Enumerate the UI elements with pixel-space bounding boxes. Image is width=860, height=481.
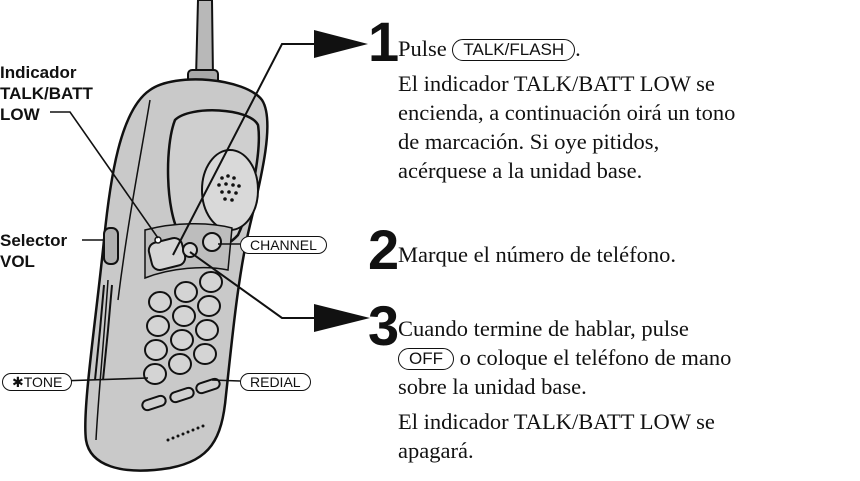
selector-vol-label: Selector VOL — [0, 231, 68, 271]
microphone-holes — [166, 424, 205, 442]
redial-key-label: REDIAL — [240, 373, 311, 391]
antenna — [194, 0, 215, 79]
speaker-holes — [217, 174, 241, 202]
step3-arrow-head — [314, 304, 370, 332]
channel-key-graphic — [202, 232, 222, 252]
vol-selector-graphic — [103, 227, 119, 265]
talk-flash-key: TALK/FLASH — [452, 39, 576, 61]
step-1-text: Pulse TALK/FLASH. El indicador TALK/BATT… — [398, 36, 736, 183]
step1-arrow-head — [314, 30, 368, 58]
channel-key-label: CHANNEL — [240, 236, 327, 254]
tone-key-label: ✱TONE — [2, 373, 73, 391]
step-2-text: Marque el número de teléfono. — [398, 242, 677, 267]
step-2-number: 2 — [368, 218, 400, 281]
keypad — [143, 271, 223, 385]
indicator-label: Indicador TALK/BATT LOW — [0, 63, 93, 124]
step-3-number: 3 — [368, 294, 400, 357]
off-key: OFF — [398, 348, 454, 370]
step-1-number: 1 — [368, 10, 400, 73]
step-3-text: Cuando termine de hablar, pulse OFF o co… — [398, 316, 732, 463]
